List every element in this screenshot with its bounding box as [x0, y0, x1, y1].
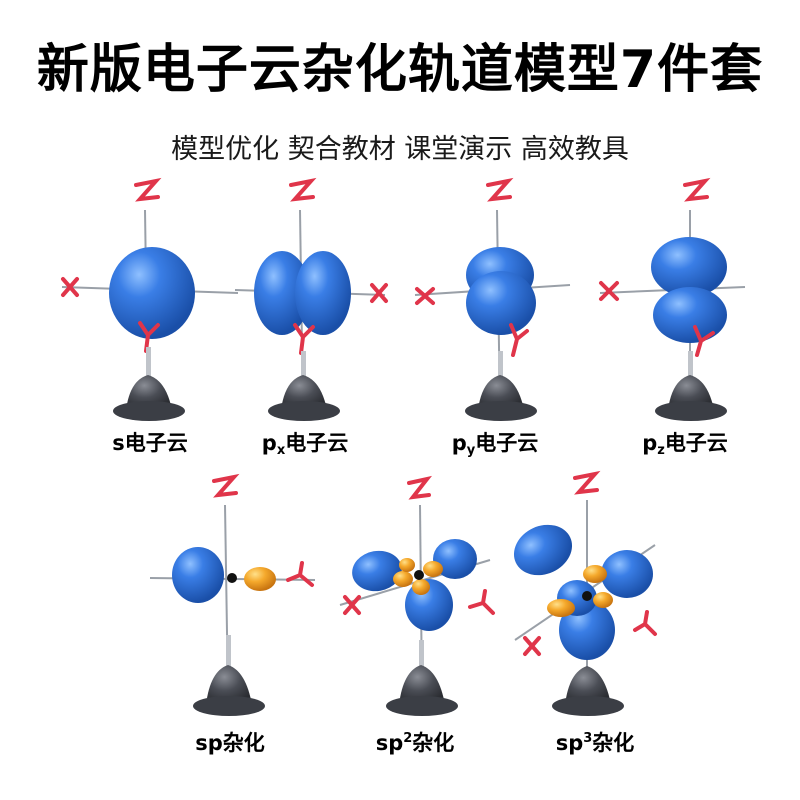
sp3-hybrid-model: sp3杂化: [505, 470, 685, 755]
page-subtitle: 模型优化 契合教材 课堂演示 高效教具: [171, 134, 629, 165]
sp2-hybrid-model: sp2杂化: [325, 475, 505, 755]
pz-orbital-label: pz电子云: [642, 431, 728, 458]
sp-hybrid-label: sp杂化: [195, 731, 265, 755]
s-orbital-label: s电子云: [112, 431, 188, 455]
px-orbital-label: px电子云: [261, 431, 349, 458]
sp-hybrid-figure: [149, 473, 316, 716]
sp-hybrid-model: sp杂化: [140, 473, 320, 755]
px-orbital-figure: [234, 177, 388, 421]
sp3-hybrid-figure: [513, 470, 657, 716]
pz-orbital-model: pz电子云: [595, 175, 775, 458]
s-orbital-model: s电子云: [60, 175, 240, 455]
py-orbital-model: py电子云: [405, 175, 585, 458]
sp2-hybrid-label: sp2杂化: [375, 731, 455, 755]
s-lobe: [109, 247, 195, 339]
z-axis-marker: [134, 177, 162, 202]
page-title: 新版电子云杂化轨道模型7件套: [36, 40, 764, 100]
y-axis-marker: [138, 321, 160, 353]
stand: [113, 347, 185, 421]
py-orbital-label: py电子云: [451, 431, 539, 458]
sp3-hybrid-label: sp3杂化: [555, 731, 635, 755]
px-orbital-model: px电子云: [215, 175, 395, 458]
s-orbital-figure: [61, 177, 239, 421]
py-orbital-figure: [414, 177, 571, 421]
pz-orbital-figure: [599, 177, 746, 421]
x-axis-marker: [61, 277, 79, 297]
sp2-hybrid-figure: [339, 475, 495, 716]
